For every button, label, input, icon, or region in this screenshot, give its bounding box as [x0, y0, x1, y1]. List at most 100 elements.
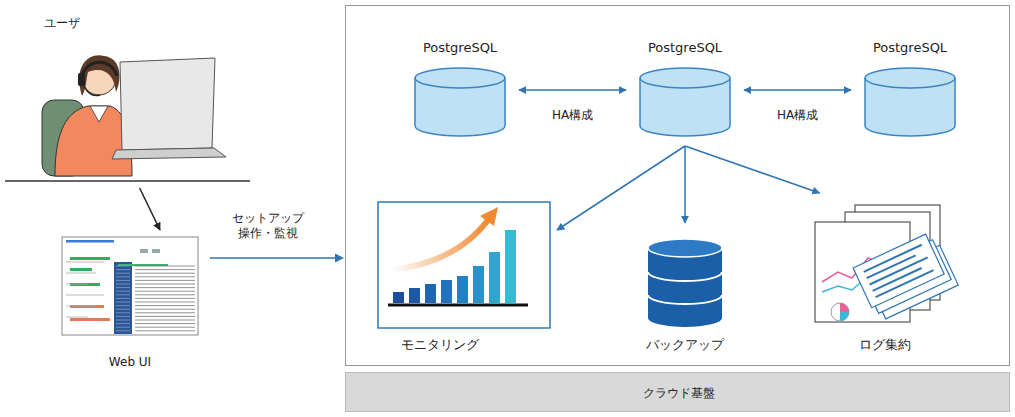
connector-arrow: [140, 188, 160, 230]
node-label: PostgreSQL: [648, 40, 722, 56]
node-label: ログ集約: [859, 337, 911, 353]
connector-arrow: [685, 146, 820, 193]
web-ui-screenshot-part-part: [135, 280, 195, 281]
web-ui-screenshot-part-part: [116, 320, 130, 321]
web-ui-screenshot-part-part: [135, 302, 195, 303]
database-node: PostgreSQL: [855, 36, 965, 138]
web-ui-screenshot-part-part: [135, 269, 195, 270]
log-icon-part: [840, 303, 849, 312]
user-figure-part: [84, 86, 100, 96]
monitoring-icon-part: [388, 304, 528, 307]
database-node: PostgreSQL: [405, 36, 515, 138]
connector-arrow: [684, 146, 686, 223]
web-ui-screenshot-part-part: [135, 284, 195, 285]
web-ui-screenshot-part-part: [135, 287, 195, 288]
user-figure-part: [79, 55, 119, 96]
log-icon-part: [840, 312, 849, 321]
user-figure-part: [90, 106, 108, 122]
web-ui-screenshot-part-part: [116, 291, 130, 292]
web-ui-screenshot-part-part: [135, 305, 195, 306]
web-ui-screenshot-part: [70, 318, 110, 321]
monitoring-icon-part: [441, 280, 452, 303]
web-ui-screenshot-part-part: [116, 269, 130, 270]
setup-arrow-part: [335, 254, 344, 263]
web-ui-screenshot-part-part: [135, 273, 195, 274]
web-ui-screenshot-part-part: [66, 317, 88, 318]
web-ui-screenshot-part-part: [135, 323, 195, 324]
web-ui-screenshot-part-part: [116, 280, 130, 281]
web-ui-screenshot-part-part: [116, 305, 130, 306]
web-ui-screenshot-part-part: [66, 262, 104, 263]
user-node: ユーザ: [20, 6, 250, 184]
user-figure-part: [112, 148, 226, 159]
web-ui-screenshot-part-part: [135, 309, 195, 310]
monitoring-icon: [378, 202, 550, 328]
web-ui-screenshot-part: [70, 257, 110, 260]
monitoring-icon-part: [473, 266, 484, 303]
monitoring-node: モニタリング: [375, 198, 555, 358]
web-ui-screenshot-part-part: [135, 294, 195, 295]
log-icon-part: [853, 231, 958, 323]
backup-icon: [648, 239, 722, 327]
monitoring-icon-part: [378, 202, 550, 328]
web-ui-screenshot-part-part: [135, 320, 195, 321]
backup-icon-part: [648, 295, 722, 304]
web-ui-screenshot-part: [140, 249, 148, 253]
backup-icon-part: [648, 239, 722, 257]
web-ui-screenshot: [62, 237, 198, 335]
monitoring-icon-part: [392, 220, 488, 270]
web-ui-screenshot-part-part: [135, 316, 195, 317]
web-ui-screenshot-part-part: [116, 327, 130, 328]
web-ui-screenshot-part: [62, 237, 198, 335]
web-ui-screenshot-part-part: [66, 295, 104, 296]
log-icon-part-part-part: [864, 245, 922, 272]
edge-label: HA構成: [550, 108, 595, 123]
web-ui-screenshot-part-part: [116, 266, 130, 267]
arrow-label: セットアップ 操作・監視: [224, 211, 312, 241]
web-ui-screenshot-part: [66, 240, 114, 243]
connector-arrow: [519, 89, 626, 91]
node-label: PostgreSQL: [873, 40, 947, 56]
web-ui-screenshot-part-part: [66, 306, 96, 307]
backup-node: バックアップ: [635, 225, 735, 358]
web-ui-screenshot-part-part: [135, 276, 195, 277]
user-figure-part: [120, 58, 215, 150]
web-ui-screenshot-part-part: [116, 316, 130, 317]
web-ui-screenshot-part-part: [135, 266, 195, 267]
node-label: バックアップ: [646, 337, 724, 353]
web-ui-screenshot-part: [66, 262, 195, 331]
web-ui-screenshot-part: [70, 305, 104, 308]
database-node: PostgreSQL: [630, 36, 740, 138]
web-ui-screenshot-part: [152, 249, 160, 253]
web-ui-screenshot-part-part: [116, 323, 130, 324]
log-icon-part-part: [853, 234, 944, 308]
database-cylinder: [415, 68, 955, 136]
web-ui-screenshot-part-part: [116, 302, 130, 303]
monitoring-icon-part: [489, 252, 500, 303]
web-ui-screenshot-part-part: [135, 312, 195, 313]
monitoring-icon-part: [505, 230, 516, 303]
connector-arrow: [557, 146, 685, 230]
user-figure: [5, 55, 250, 181]
web-ui-screenshot-part-part: [116, 284, 130, 285]
database-cylinder-part: [640, 68, 730, 88]
database-cylinder-part: [865, 68, 955, 88]
node-label: モニタリング: [401, 337, 479, 353]
system-frame: [346, 6, 1010, 366]
setup-arrow-part: [210, 257, 336, 259]
edge-label: HA構成: [775, 108, 820, 123]
web-ui-screenshot-part-part: [135, 330, 195, 331]
web-ui-screenshot-part-part: [116, 276, 130, 277]
user-figure-part: [5, 180, 250, 182]
node-label: クラウド基盤: [643, 386, 715, 400]
monitoring-icon-part: [480, 207, 498, 226]
web-ui-screenshot-part-part: [116, 294, 130, 295]
database-cylinder-part: [415, 68, 505, 88]
log-icon-part-part-part: [876, 270, 934, 297]
web-ui-node: Web UI: [55, 232, 205, 372]
web-ui-screenshot-part: [114, 262, 132, 334]
node-label: Web UI: [109, 355, 151, 369]
